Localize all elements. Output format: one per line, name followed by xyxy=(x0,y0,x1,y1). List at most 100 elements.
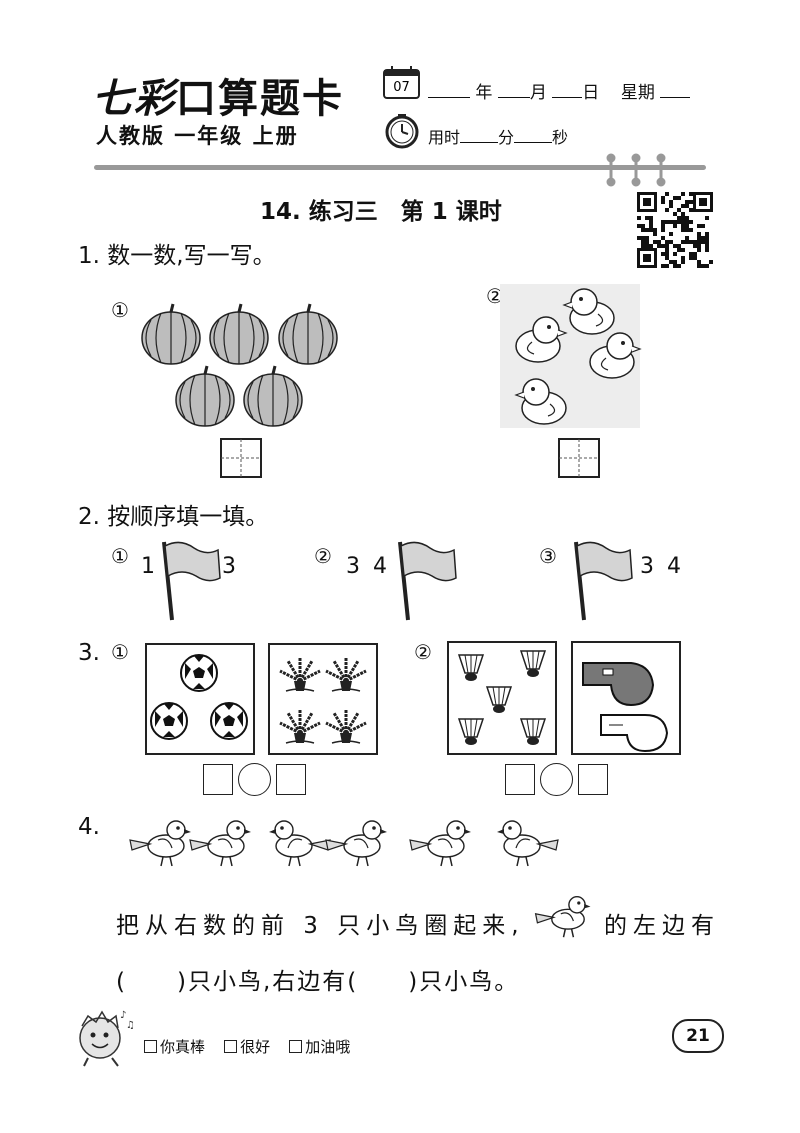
year-blank[interactable] xyxy=(428,83,470,98)
brand-title: 七彩口算题卡 xyxy=(92,66,344,124)
q2-title: 按顺序填一填。 xyxy=(107,504,269,530)
q4-text-line2: ( )只小鸟,右边有( )只小鸟。 xyxy=(116,969,520,995)
month-label: 月 xyxy=(529,83,547,103)
compare-box-right[interactable] xyxy=(578,764,608,795)
shuttlecock-icon xyxy=(519,650,547,677)
checkbox[interactable] xyxy=(289,1040,303,1053)
bird-icon xyxy=(129,820,191,867)
soccer-ball-icon xyxy=(180,654,218,692)
compare-box-left[interactable] xyxy=(505,764,535,795)
flag-icon[interactable] xyxy=(394,538,458,626)
eval-option-keep-going[interactable]: 加油哦 xyxy=(289,1038,350,1056)
q4-text-line1a: 把从右数的前 3 只小鸟圈起来, xyxy=(116,913,525,939)
plants-card xyxy=(268,643,378,755)
q1-number: 1. xyxy=(78,243,100,269)
header-divider xyxy=(94,165,706,170)
pumpkins-illustration xyxy=(138,300,358,440)
q2-item3-right: 3 4 xyxy=(640,554,681,579)
clock-icon xyxy=(384,113,420,153)
q2-item2-mark: ② xyxy=(314,544,332,568)
chick-icon xyxy=(589,332,642,379)
soccer-ball-icon xyxy=(150,702,188,740)
pumpkin-icon xyxy=(141,303,201,365)
flag-shape xyxy=(162,541,221,621)
whistle-icon xyxy=(600,714,669,753)
pumpkin-icon xyxy=(209,303,269,365)
shuttlecock-icon xyxy=(457,718,485,745)
q2-item1-right: 3 xyxy=(222,554,236,579)
compare-box-right[interactable] xyxy=(276,764,306,795)
balls-card xyxy=(145,643,255,755)
svg-text:♪: ♪ xyxy=(120,1010,126,1021)
q2-item3-mark: ③ xyxy=(539,544,557,568)
q4-text-line1b: 的左边有 xyxy=(604,913,720,939)
whistle-icon xyxy=(582,662,655,707)
q1-answer-box-1[interactable] xyxy=(220,438,262,482)
bird-icon xyxy=(189,820,251,867)
q3-number: 3. xyxy=(78,640,100,666)
calendar-day: 07 xyxy=(393,80,410,95)
minutes-blank[interactable] xyxy=(460,128,499,143)
q3-sub2-mark: ② xyxy=(414,640,432,664)
soccer-ball-icon xyxy=(210,702,248,740)
chick-icon xyxy=(515,316,568,363)
whistles-card xyxy=(571,641,681,755)
q4-number: 4. xyxy=(78,814,100,840)
mascot-icon: ♪ ♫ xyxy=(70,1004,136,1074)
shuttlecocks-card xyxy=(447,641,557,755)
compare-circle[interactable] xyxy=(540,763,573,796)
bird-icon xyxy=(325,820,387,867)
q2-item1-left: 1 xyxy=(141,554,155,579)
eval-label: 很好 xyxy=(240,1038,271,1056)
shuttlecock-icon xyxy=(485,686,513,713)
pumpkin-icon xyxy=(175,365,235,427)
eval-label: 加油哦 xyxy=(305,1038,351,1056)
flag-shape xyxy=(398,541,457,621)
minutes-label: 分 xyxy=(498,128,515,147)
compare-box-left[interactable] xyxy=(203,764,233,795)
seconds-blank[interactable] xyxy=(514,128,553,143)
month-blank[interactable] xyxy=(497,83,530,98)
time-label: 用时 xyxy=(428,128,461,147)
q1-sub1-mark: ① xyxy=(111,298,129,322)
lesson-title: 14. 练习三 第 1 课时 xyxy=(260,199,502,225)
brand-part-a: 七彩 xyxy=(92,75,176,122)
day-label: 日 xyxy=(582,83,600,103)
checkbox[interactable] xyxy=(224,1040,238,1053)
birds-illustration xyxy=(106,808,576,888)
plant-icon xyxy=(325,657,367,692)
bird-icon xyxy=(409,820,471,867)
q3-sub1-mark: ① xyxy=(111,640,129,664)
chick-icon xyxy=(514,378,567,425)
bird-icon xyxy=(534,895,591,938)
week-label: 星期 xyxy=(620,83,655,103)
week-blank[interactable] xyxy=(660,83,691,98)
calendar-icon: 07 xyxy=(383,66,421,104)
q2-item1-mark: ① xyxy=(111,544,129,568)
shuttlecock-icon xyxy=(457,654,485,681)
pumpkin-icon xyxy=(278,303,338,365)
flag-icon[interactable] xyxy=(570,538,634,626)
flag-icon[interactable] xyxy=(158,538,222,626)
edition-label: 人教版 一年级 上册 xyxy=(96,124,299,148)
q1-answer-box-2[interactable] xyxy=(558,438,600,482)
qr-code[interactable] xyxy=(637,192,713,272)
eval-label: 你真棒 xyxy=(160,1038,206,1056)
pumpkin-icon xyxy=(243,365,303,427)
q2-number: 2. xyxy=(78,504,100,530)
bird-icon xyxy=(497,820,559,867)
compare-circle[interactable] xyxy=(238,763,271,796)
evaluation-options: 你真棒 很好 加油哦 xyxy=(144,1036,350,1057)
plant-icon xyxy=(325,709,367,744)
time-fields: 用时 分 秒 xyxy=(428,124,568,148)
date-fields: 年 月 日 星期 xyxy=(428,78,691,103)
seconds-label: 秒 xyxy=(552,128,569,147)
day-blank[interactable] xyxy=(552,83,583,98)
shuttlecock-icon xyxy=(519,718,547,745)
eval-option-great[interactable]: 你真棒 xyxy=(144,1038,205,1056)
q2-item2-left: 3 4 xyxy=(346,554,387,579)
divider-dots xyxy=(603,153,673,190)
page-number: 21 xyxy=(672,1019,724,1053)
checkbox[interactable] xyxy=(144,1040,157,1053)
eval-option-good[interactable]: 很好 xyxy=(224,1038,270,1056)
